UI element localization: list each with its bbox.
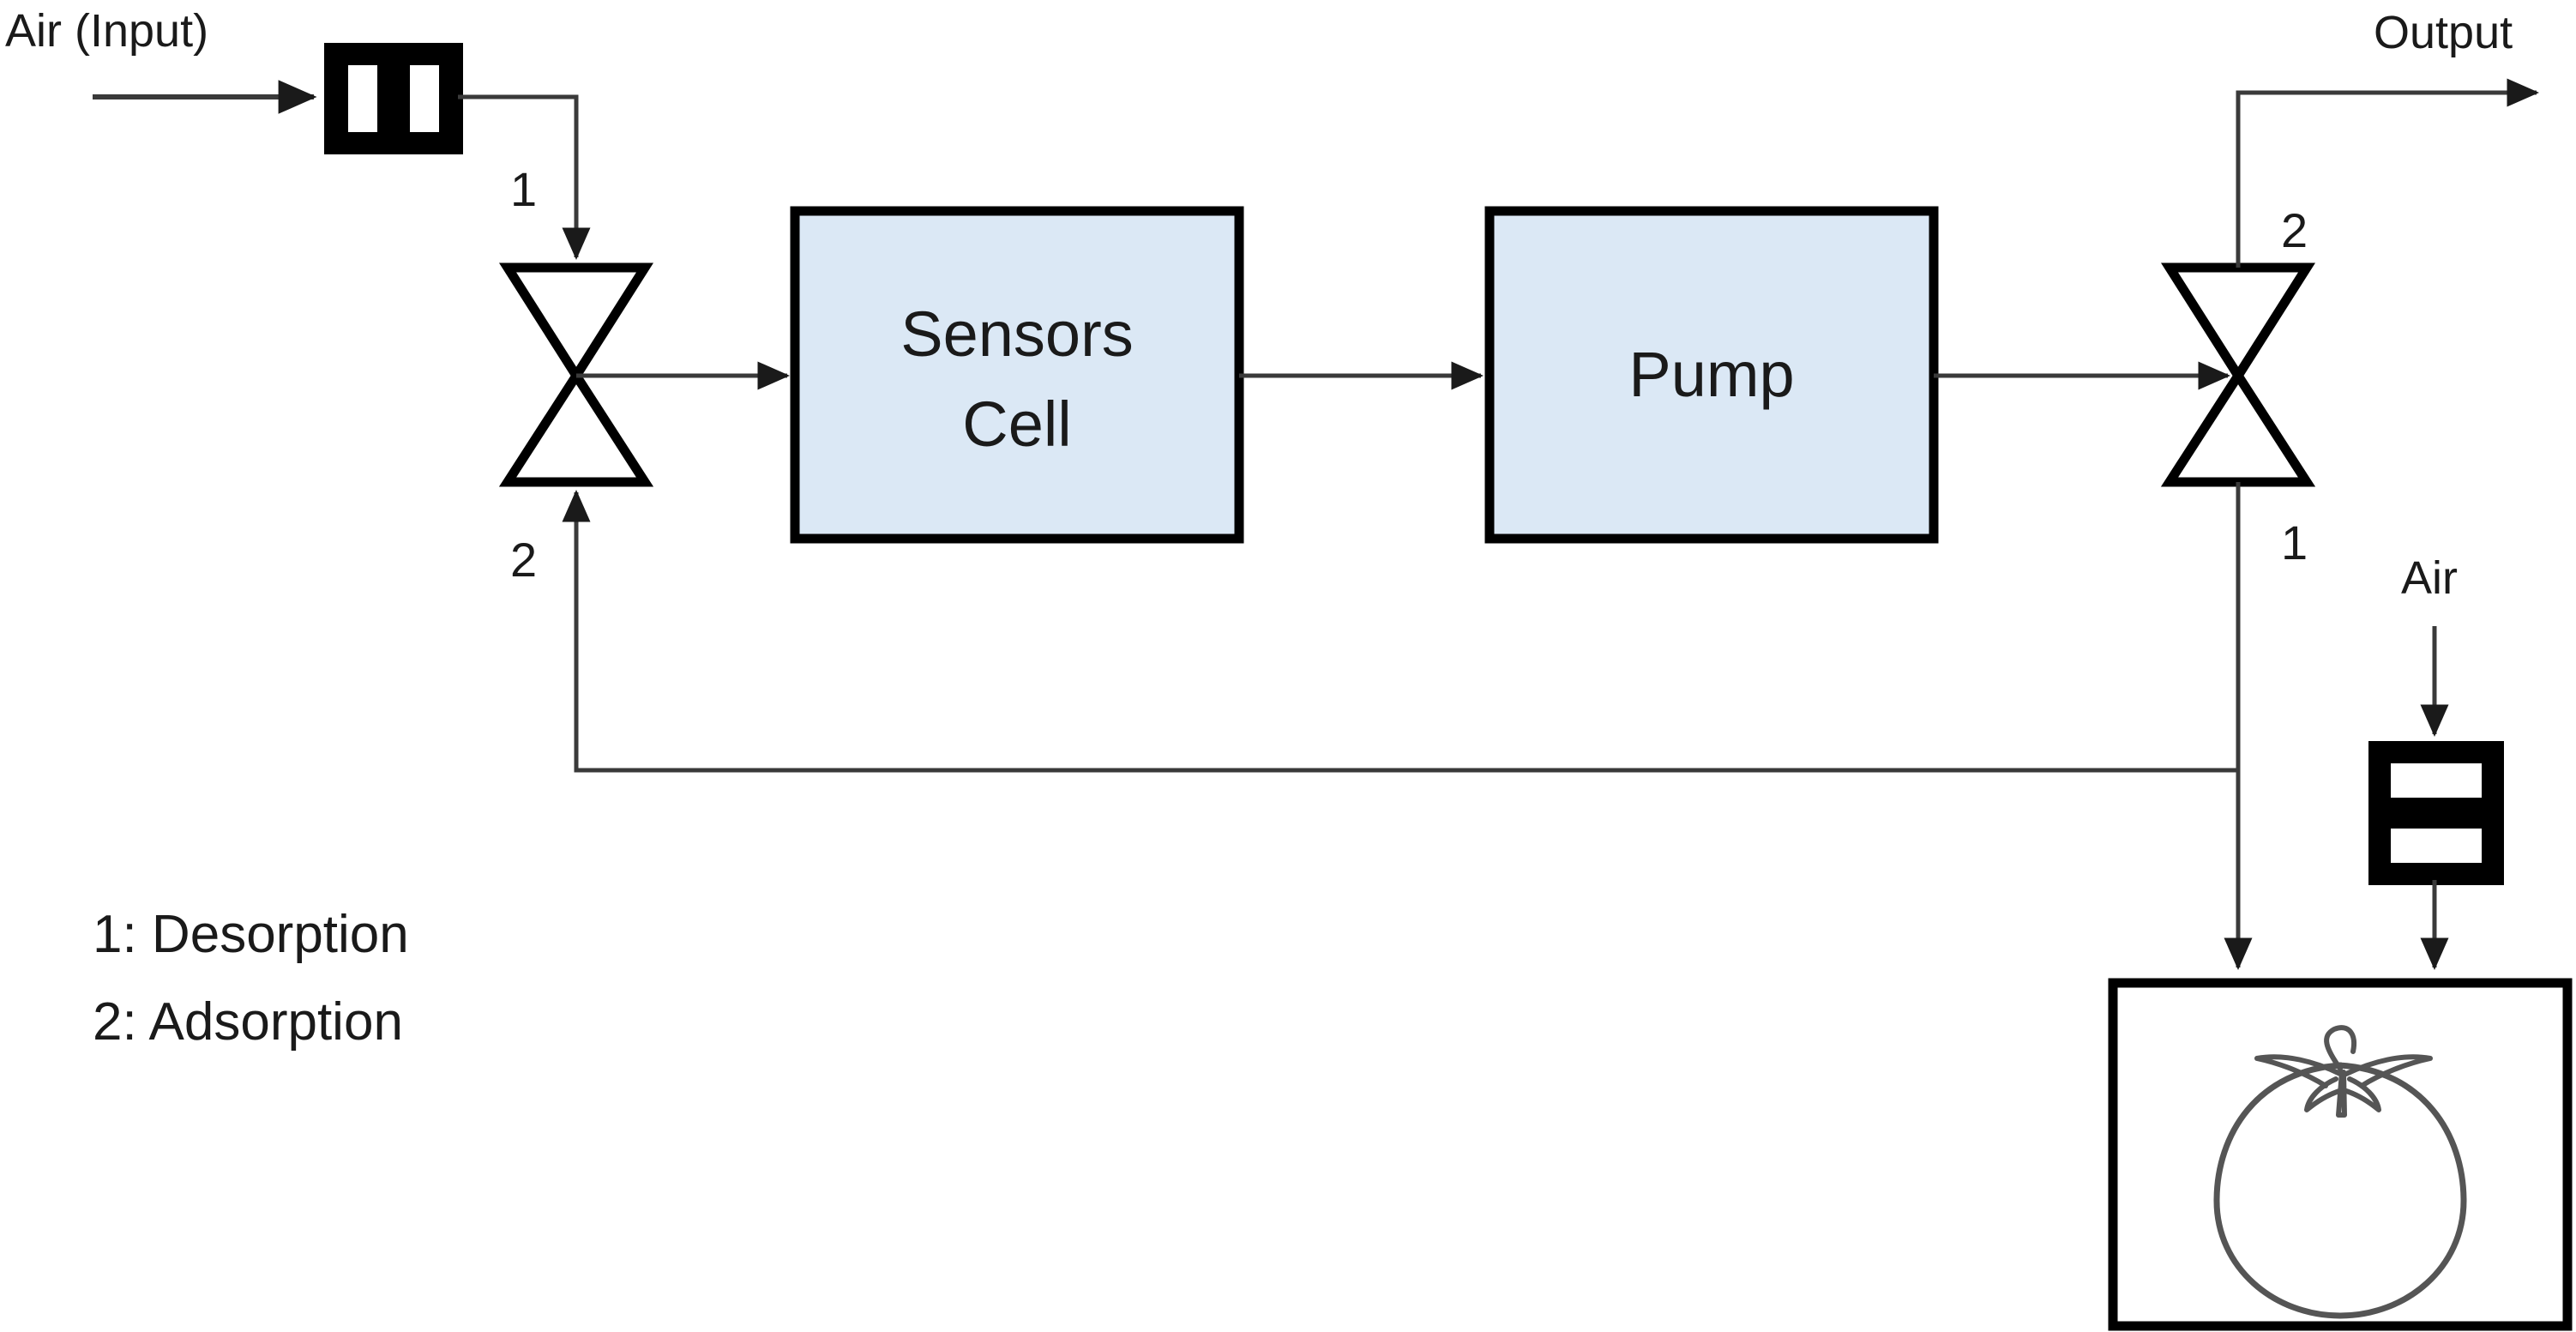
air-filter-band-top: [2391, 763, 2482, 798]
legend-item-adsorption: 2: Adsorption: [93, 992, 403, 1052]
sensors-cell-block[interactable]: Sensors Cell: [790, 206, 1244, 544]
tomato-stem: [2324, 1025, 2356, 1071]
right-valve-branch-2-number: 2: [2281, 203, 2308, 257]
air-input-label: Air (Input): [5, 5, 208, 57]
legend: 1: Desorption 2: Adsorption: [93, 905, 409, 1052]
inlet-to-left-valve-line-group: [458, 94, 591, 261]
tomato-leaf-left: [2254, 1054, 2343, 1088]
inlet-to-valve-pipe: [458, 94, 579, 247]
pump-block[interactable]: Pump: [1484, 206, 1939, 544]
pump-label: Pump: [1628, 339, 1794, 410]
inlet-filter-band-left: [348, 65, 377, 132]
left-valve-branch-2-number: 2: [510, 533, 537, 587]
tomato-body: [2213, 1062, 2467, 1319]
left-valve-branch-1-number: 1: [510, 162, 537, 216]
sensors-cell-label-line2: Cell: [962, 389, 1071, 460]
tomato-icon: [2213, 1025, 2467, 1319]
sensors-cell-box: [790, 206, 1244, 544]
right-valve-upper-triangle: [2160, 262, 2316, 385]
tomato-calyx-center: [2336, 1070, 2347, 1118]
air-filter-band-bottom: [2391, 829, 2482, 863]
left-valve[interactable]: [498, 262, 654, 487]
tomato-leaf-lower-right: [2344, 1076, 2381, 1112]
inlet-filter-band-right: [410, 65, 439, 132]
return-line-group: [562, 489, 2238, 773]
right-valve-lower-triangle: [2160, 366, 2316, 487]
output-pipe: [2236, 90, 2528, 268]
output-line-group: [2236, 78, 2540, 268]
left-valve-upper-triangle: [498, 262, 654, 385]
output-label: Output: [2374, 7, 2513, 58]
left-valve-lower-triangle: [498, 366, 654, 487]
sensors-cell-label-line1: Sensors: [900, 298, 1133, 370]
sample-chamber[interactable]: [2108, 978, 2573, 1331]
right-valve-branch-1-number: 1: [2281, 515, 2308, 570]
tomato-leaf-right: [2344, 1054, 2433, 1088]
sample-chamber-box: [2108, 978, 2573, 1331]
inlet-filter: [324, 43, 463, 154]
tomato-leaf-lower-left: [2304, 1076, 2342, 1112]
air-filter: [2368, 741, 2504, 885]
pump-box: [1484, 206, 1939, 544]
return-pipe: [574, 513, 2238, 773]
legend-item-desorption: 1: Desorption: [93, 905, 409, 964]
secondary-air-label: Air: [2401, 552, 2458, 604]
